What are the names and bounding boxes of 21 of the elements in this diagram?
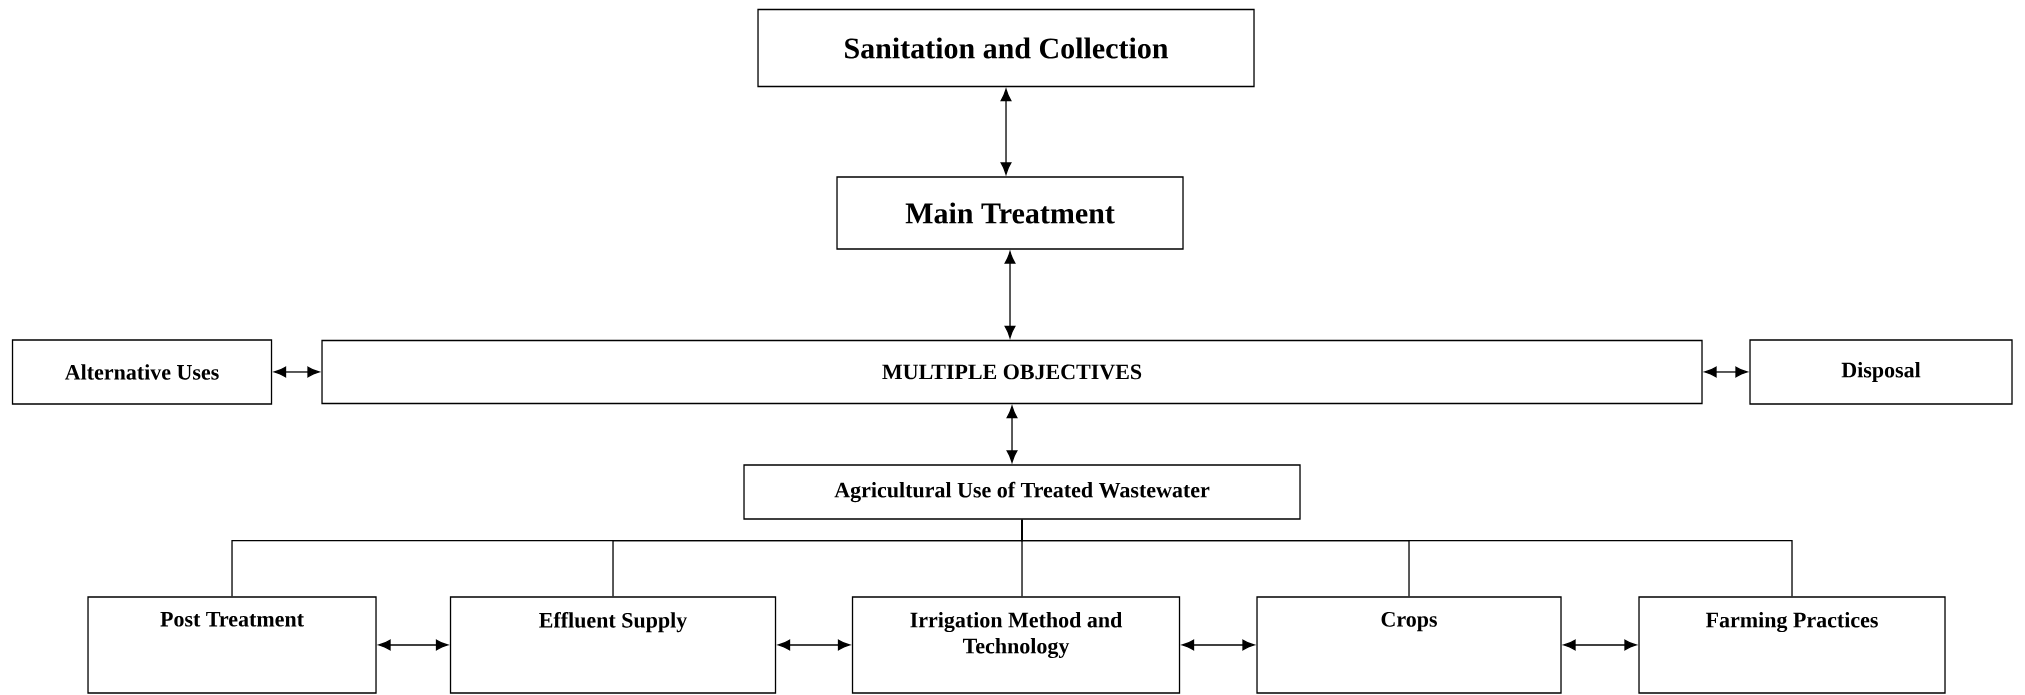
- double-arrow: [1563, 639, 1637, 651]
- tree-connector: [1021, 519, 1793, 597]
- double-arrow: [1004, 251, 1016, 339]
- double-arrow: [777, 639, 851, 651]
- process-box: Farming Practices: [1638, 596, 1946, 694]
- process-box: Post Treatment: [87, 596, 377, 694]
- process-box: Crops: [1256, 596, 1562, 694]
- double-arrow: [273, 366, 320, 378]
- process-box: Agricultural Use of Treated Wastewater: [743, 464, 1301, 520]
- double-arrow: [1006, 405, 1018, 463]
- process-box: Sanitation and Collection: [757, 8, 1255, 88]
- process-box: Disposal: [1749, 339, 2013, 405]
- process-box: MULTIPLE OBJECTIVES: [321, 339, 1703, 405]
- process-box: Irrigation Method and Technology: [851, 596, 1181, 694]
- double-arrow: [1704, 366, 1748, 378]
- process-box: Effluent Supply: [449, 596, 777, 694]
- double-arrow: [1000, 88, 1012, 175]
- double-arrow: [1181, 639, 1255, 651]
- process-box: Main Treatment: [836, 176, 1184, 250]
- process-box: Alternative Uses: [11, 339, 273, 405]
- double-arrow: [378, 639, 449, 651]
